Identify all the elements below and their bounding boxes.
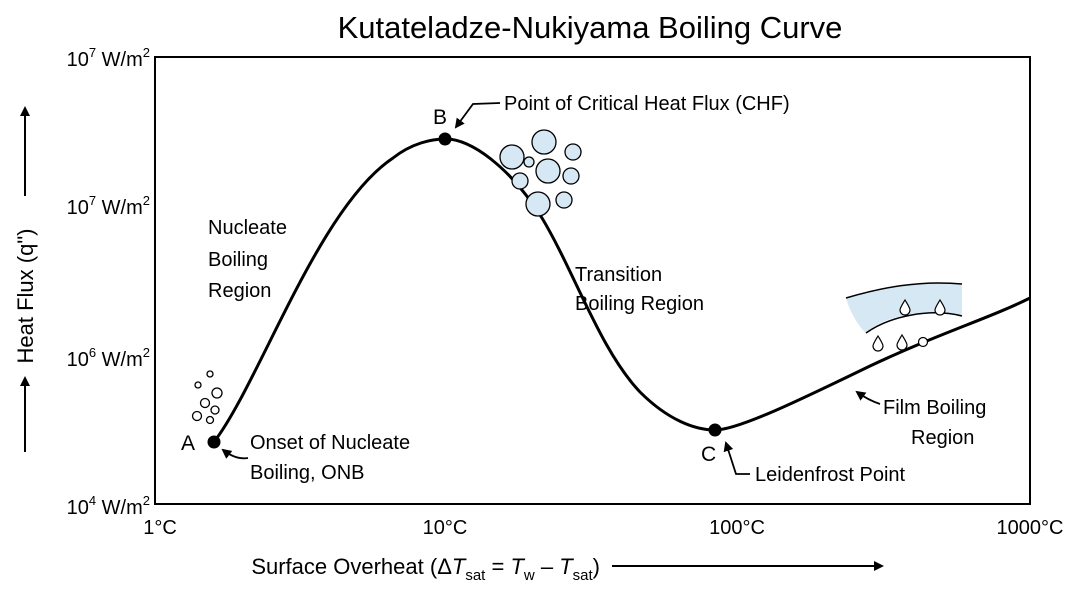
y-tick-label: 107 W/m2 bbox=[67, 193, 150, 219]
onb-arrow bbox=[221, 448, 249, 460]
point-b-marker bbox=[438, 132, 452, 146]
x-tick-label: 10°C bbox=[423, 517, 468, 539]
chf-annotation: Point of Critical Heat Flux (CHF) bbox=[504, 93, 790, 115]
vapor-film-illustration bbox=[845, 282, 963, 352]
x-tick-label: 1°C bbox=[143, 517, 177, 539]
leidenfrost-arrow bbox=[723, 441, 750, 475]
x-axis-label: Surface Overheat (ΔTsat = Tw – Tsat) bbox=[251, 554, 600, 584]
onb-annotation-line-2: Boiling, ONB bbox=[250, 462, 365, 484]
large-bubbles-illustration bbox=[499, 129, 582, 217]
nucleate-region-label-2: Boiling bbox=[208, 249, 268, 271]
point-a-label: A bbox=[181, 432, 195, 455]
x-tick-label: 1000°C bbox=[997, 517, 1064, 539]
chf-arrow bbox=[454, 102, 501, 129]
y-tick-label: 107 W/m2 bbox=[67, 45, 150, 71]
point-b-label: B bbox=[433, 106, 447, 129]
transition-region-label-2: Boiling Region bbox=[575, 293, 704, 315]
nucleate-region-label-3: Region bbox=[208, 280, 271, 302]
chart-title: Kutateladze-Nukiyama Boiling Curve bbox=[338, 10, 843, 45]
point-c-label: C bbox=[701, 443, 716, 466]
film-boiling-arrow bbox=[855, 390, 881, 405]
y-tick-label: 106 W/m2 bbox=[67, 345, 150, 371]
point-c-marker bbox=[708, 423, 722, 437]
plot-area-frame bbox=[154, 56, 1031, 505]
y-tick-label: 104 W/m2 bbox=[67, 493, 150, 519]
leidenfrost-annotation: Leidenfrost Point bbox=[755, 464, 906, 486]
film-region-label-1: Film Boiling bbox=[883, 397, 986, 419]
onb-annotation-line-1: Onset of Nucleate bbox=[250, 432, 410, 454]
y-axis-label: Heat Flux (q") bbox=[13, 229, 38, 364]
transition-region-label-1: Transition bbox=[575, 264, 662, 286]
small-bubbles-illustration bbox=[191, 370, 223, 425]
nucleate-region-label-1: Nucleate bbox=[208, 217, 287, 239]
point-a-marker bbox=[207, 435, 221, 449]
boiling-curve-line bbox=[212, 137, 1031, 443]
film-region-label-2: Region bbox=[911, 427, 974, 449]
x-tick-label: 100°C bbox=[709, 517, 765, 539]
